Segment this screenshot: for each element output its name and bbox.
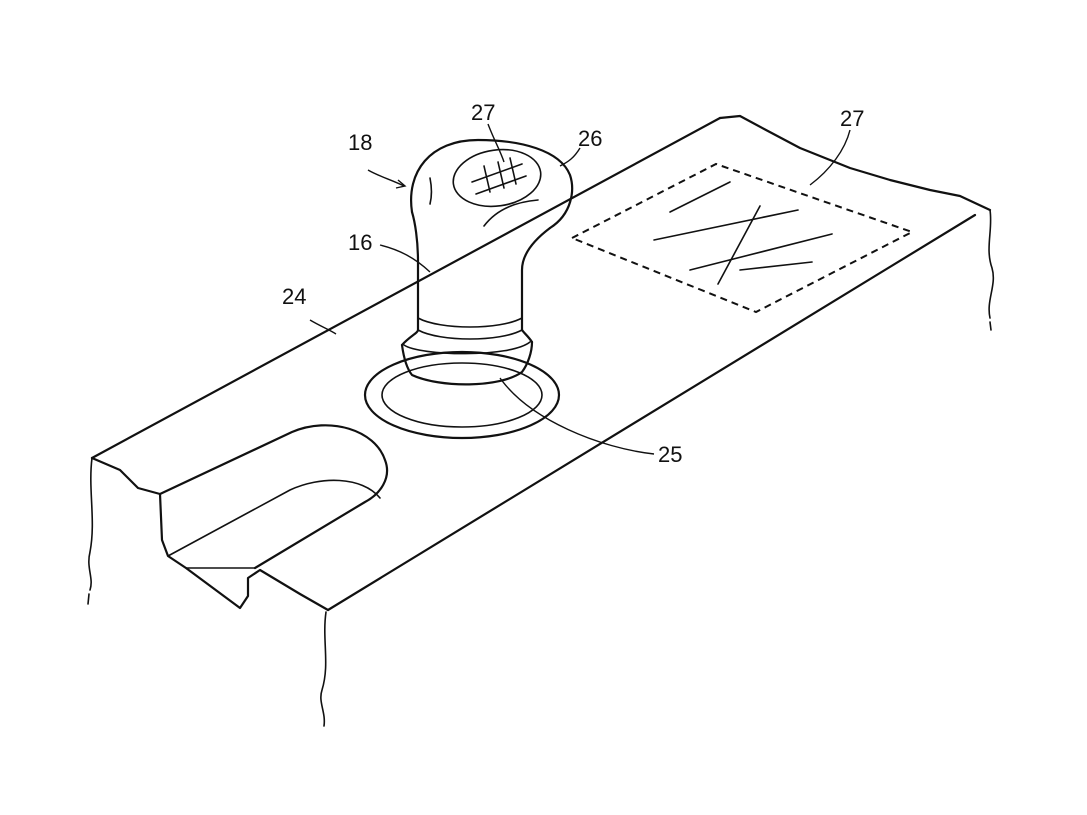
label-18: 18 xyxy=(348,130,372,155)
label-24: 24 xyxy=(282,284,306,309)
console-shift-pattern xyxy=(569,162,915,314)
knob-shift-pattern-icon xyxy=(471,157,527,195)
leader-lines xyxy=(309,123,851,455)
shift-knob xyxy=(410,138,574,230)
label-16: 16 xyxy=(348,230,372,255)
cup-holder-recess xyxy=(158,424,389,570)
label-27-knob: 27 xyxy=(471,100,495,125)
label-27-console: 27 xyxy=(840,106,864,131)
label-26: 26 xyxy=(578,126,602,151)
label-25: 25 xyxy=(658,442,682,467)
reference-labels: 18 27 26 16 24 25 27 xyxy=(282,100,864,467)
boot xyxy=(363,340,561,440)
